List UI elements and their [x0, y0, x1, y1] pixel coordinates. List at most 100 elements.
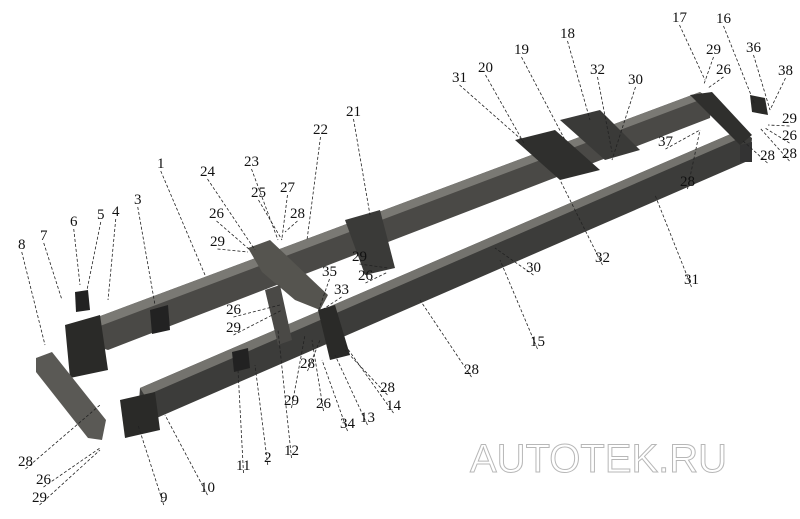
leader-line: [107, 218, 117, 301]
leader-line: [233, 309, 283, 336]
callout-35: 35: [317, 264, 337, 313]
callout-7: 7: [40, 228, 63, 301]
callout-31: 31: [452, 70, 523, 141]
leader-line: [207, 178, 256, 251]
callout-38: 38: [769, 63, 793, 111]
callout-number: 26: [782, 128, 798, 144]
callout-34: 34: [321, 359, 356, 432]
callout-23: 23: [244, 154, 279, 241]
leader-line: [258, 199, 283, 241]
callout-number: 28: [680, 174, 695, 190]
leader-line: [251, 168, 279, 241]
callout-25: 25: [251, 185, 283, 241]
callout-number: 1: [157, 156, 165, 172]
callout-29: 29: [226, 309, 283, 336]
leader-line: [679, 24, 706, 81]
callout-20: 20: [478, 60, 526, 146]
callout-number: 3: [134, 192, 142, 208]
callout-26: 26: [209, 206, 251, 251]
rear-crossmember: [690, 92, 752, 145]
leader-line: [559, 179, 603, 266]
callout-15: 15: [499, 259, 545, 350]
callout-13: 13: [334, 354, 375, 426]
callout-28: 28: [284, 206, 305, 233]
callout-number: 28: [300, 356, 315, 372]
leader-line: [277, 329, 292, 459]
callout-number: 30: [526, 260, 541, 276]
leader-line: [43, 447, 101, 488]
leader-line: [459, 84, 523, 141]
callout-number: 37: [658, 134, 674, 150]
callout-21: 21: [346, 104, 371, 216]
callout-number: 5: [97, 207, 105, 223]
leader-line: [137, 424, 165, 506]
callout-28: 28: [680, 129, 701, 190]
callout-number: 28: [290, 206, 305, 222]
callout-number: 35: [322, 264, 337, 280]
callout-2: 2: [254, 364, 272, 466]
callout-number: 20: [478, 60, 493, 76]
callout-14: 14: [344, 344, 402, 414]
front-brackets: [65, 290, 250, 438]
leader-line: [25, 404, 101, 470]
leader-line: [665, 129, 701, 150]
leader-line: [321, 296, 342, 311]
callout-26: 26: [36, 447, 101, 488]
callout-number: 28: [464, 362, 479, 378]
callout-number: 22: [313, 122, 328, 138]
callout-1: 1: [157, 156, 206, 276]
leader-line: [233, 304, 281, 318]
leader-line: [344, 349, 388, 396]
callout-24: 24: [200, 164, 256, 251]
callout-number: 26: [226, 302, 242, 318]
callout-32: 32: [559, 179, 610, 266]
callout-28: 28: [18, 404, 101, 470]
callout-number: 12: [284, 443, 299, 459]
callout-9: 9: [137, 424, 168, 506]
leader-line: [753, 54, 771, 111]
leader-line: [317, 278, 330, 313]
callout-number: 21: [346, 104, 361, 120]
leader-line: [767, 124, 790, 127]
callout-5: 5: [86, 207, 105, 291]
callout-number: 29: [210, 234, 225, 250]
callout-28: 28: [759, 127, 797, 162]
callout-number: 11: [236, 458, 250, 474]
callout-26: 26: [358, 268, 389, 284]
leader-line: [43, 242, 63, 301]
rear-tow-parts: [740, 95, 768, 162]
crossmember-mid: [515, 110, 640, 180]
leader-line: [21, 251, 46, 346]
callout-4: 4: [107, 204, 120, 301]
callout-number: 32: [595, 250, 610, 266]
callout-number: 13: [360, 410, 375, 426]
callout-number: 26: [36, 472, 52, 488]
callout-layer: 1234567891011121314151617181920212223242…: [18, 10, 798, 506]
leader-line: [216, 220, 251, 251]
leader-line: [160, 170, 206, 276]
callout-number: 28: [18, 454, 33, 470]
callout-number: 29: [32, 490, 47, 506]
callout-number: 15: [530, 334, 545, 350]
callout-number: 29: [352, 249, 367, 265]
callout-number: 8: [18, 237, 26, 253]
leader-line: [306, 136, 321, 241]
callout-number: 9: [160, 490, 168, 506]
callout-number: 38: [778, 63, 793, 79]
leader-line: [291, 334, 306, 409]
callout-number: 28: [380, 380, 395, 396]
callout-29: 29: [284, 334, 306, 409]
callout-22: 22: [306, 122, 328, 241]
callout-28: 28: [741, 139, 775, 164]
leader-line: [494, 247, 534, 276]
callout-37: 37: [658, 129, 701, 150]
callout-31: 31: [654, 194, 699, 288]
callout-number: 32: [590, 62, 605, 78]
leader-line: [703, 56, 714, 85]
leader-line: [365, 271, 389, 284]
crossmember-front: [345, 210, 395, 275]
callout-number: 10: [200, 480, 215, 496]
leader-line: [499, 259, 538, 350]
